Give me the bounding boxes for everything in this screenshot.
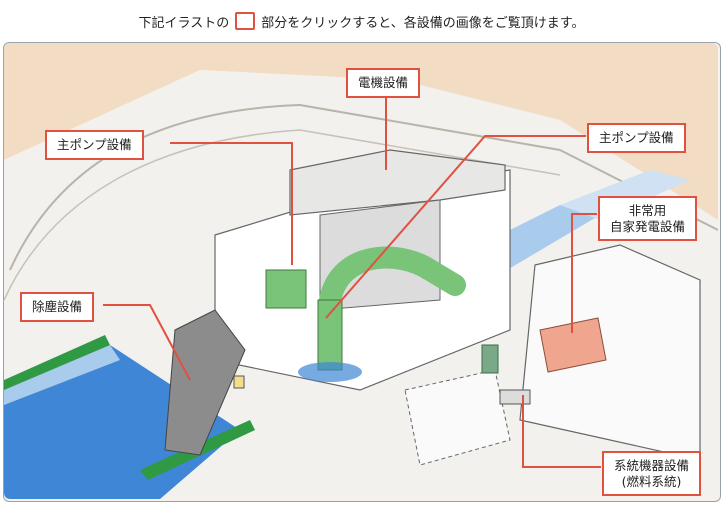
pump-sump-water xyxy=(298,362,362,382)
label-main-pump-left[interactable]: 主ポンプ設備 xyxy=(45,130,144,160)
leader-line-generator xyxy=(571,213,597,333)
label-system-equipment-line1: 系統機器設備 xyxy=(614,458,690,473)
discharge-water-far xyxy=(560,170,690,220)
instruction-suffix: 部分をクリックすると、各設備の画像をご覧頂けます。 xyxy=(261,15,585,31)
leader-line-main-pump-left xyxy=(170,142,293,265)
pump-column xyxy=(317,299,343,371)
label-dust-removal[interactable]: 除塵設備 xyxy=(20,292,95,322)
fuel-pump-unit xyxy=(499,389,531,405)
wall-outline-inner xyxy=(4,129,561,301)
leader-line-dust xyxy=(103,304,191,381)
label-main-pump-right[interactable]: 主ポンプ設備 xyxy=(587,123,686,153)
highlight-box-legend-icon xyxy=(235,12,256,30)
leader-line-main-pump-right xyxy=(325,135,586,319)
leader-line-system xyxy=(522,395,601,468)
electrical-room-roof xyxy=(289,149,506,216)
trash-rack xyxy=(164,309,246,456)
embankment-area xyxy=(4,43,718,220)
label-electrical-equipment[interactable]: 電機設備 xyxy=(346,68,421,98)
instruction-header: 下記イラストの 部分をクリックすると、各設備の画像をご覧頂けます。 xyxy=(0,0,723,42)
label-system-equipment-line2: (燃料系統) xyxy=(621,473,682,489)
label-emergency-generator[interactable]: 非常用 自家発電設備 xyxy=(598,196,698,242)
green-bank xyxy=(4,335,110,390)
instruction-prefix: 下記イラストの xyxy=(138,15,230,31)
label-system-equipment[interactable]: 系統機器設備 (燃料系統) xyxy=(602,451,702,497)
control-box xyxy=(233,375,245,389)
label-emergency-generator-line1: 非常用 xyxy=(628,203,667,218)
fuel-service-tank xyxy=(481,344,499,374)
label-emergency-generator-line2: 自家発電設備 xyxy=(610,218,686,234)
fuel-tank-outline xyxy=(404,369,511,466)
water-highlight xyxy=(4,345,120,405)
pump-motor xyxy=(265,269,307,309)
emergency-generator xyxy=(539,317,607,373)
